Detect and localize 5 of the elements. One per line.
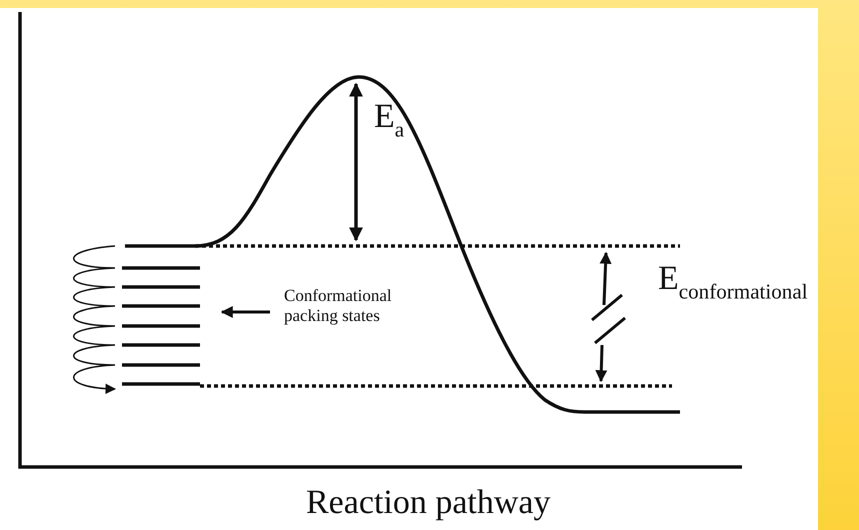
energy-label: E$_{a}$ bbox=[374, 98, 404, 142]
energy-label: E$_{conformational}$ bbox=[658, 260, 808, 304]
callout-text: Conformational packing states bbox=[284, 286, 424, 327]
axis-label: Reaction pathway bbox=[306, 484, 551, 522]
arrow bbox=[220, 306, 270, 318]
